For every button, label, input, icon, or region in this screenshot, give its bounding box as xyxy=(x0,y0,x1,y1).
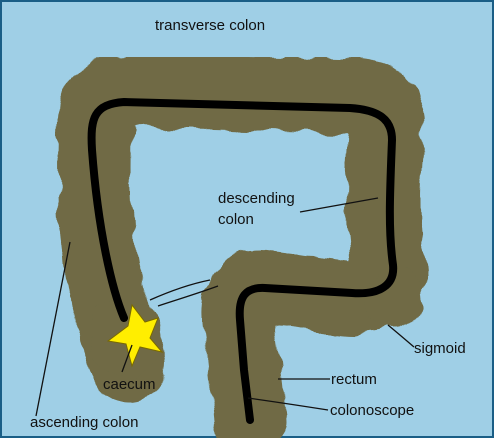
label-descending-colon: colon xyxy=(218,211,254,228)
label-sigmoid: sigmoid xyxy=(414,340,466,357)
label-rectum: rectum xyxy=(331,371,377,388)
label-ascending-colon: ascending colon xyxy=(30,414,138,431)
label-transverse-colon: transverse colon xyxy=(155,17,265,34)
label-descending: descending xyxy=(218,190,295,207)
label-caecum: caecum xyxy=(103,376,156,393)
label-colonoscope: colonoscope xyxy=(330,402,414,419)
